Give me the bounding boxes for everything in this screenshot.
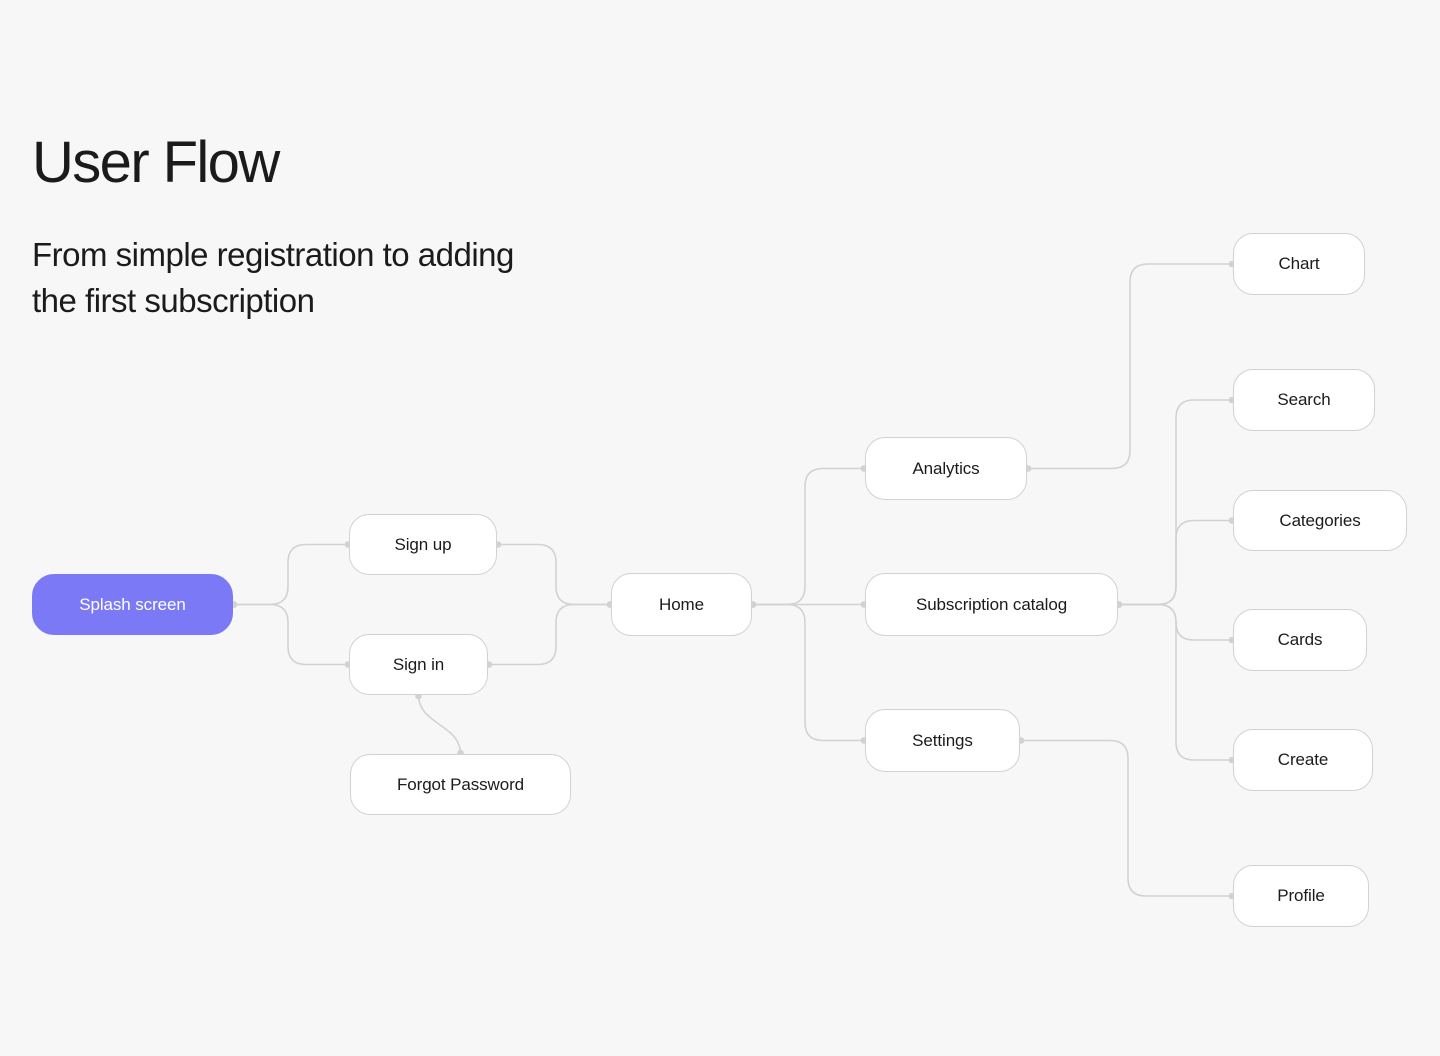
flow-node-catalog[interactable]: Subscription catalog (865, 573, 1118, 636)
flow-node-label: Categories (1279, 510, 1361, 530)
edge-catalog-to-create (1117, 603, 1234, 761)
flow-node-analytics[interactable]: Analytics (865, 437, 1027, 500)
flow-node-label: Subscription catalog (915, 594, 1068, 614)
flow-node-label: Forgot Password (397, 774, 524, 794)
flow-node-home[interactable]: Home (611, 573, 752, 636)
edge-signin-to-forgot (417, 694, 462, 755)
flow-node-categories[interactable]: Categories (1233, 490, 1407, 551)
edge-home-to-settings (751, 603, 866, 742)
edge-splash-to-signin (232, 603, 350, 666)
flow-node-settings[interactable]: Settings (865, 709, 1020, 772)
edge-splash-to-signup (232, 543, 350, 606)
flow-node-label: Settings (912, 730, 973, 750)
flow-node-label: Sign in (392, 654, 445, 674)
edge-catalog-to-categories (1117, 519, 1234, 606)
edge-signin-to-home (487, 603, 612, 666)
page-subtitle-line-1: From simple registration to adding (32, 236, 514, 273)
edge-catalog-to-search (1117, 399, 1234, 606)
flow-node-label: Analytics (912, 458, 980, 478)
flow-node-signin[interactable]: Sign in (349, 634, 488, 695)
flow-node-label: Search (1277, 390, 1331, 409)
flow-node-label: Cards (1277, 630, 1323, 649)
flow-node-create[interactable]: Create (1233, 729, 1373, 791)
flow-node-forgot[interactable]: Forgot Password (350, 754, 571, 815)
page-subtitle-line-2: the first subscription (32, 282, 315, 319)
flow-node-label: Chart (1278, 254, 1320, 273)
flow-node-profile[interactable]: Profile (1233, 865, 1369, 927)
page-title: User Flow (32, 130, 280, 195)
edge-settings-to-profile (1019, 739, 1234, 897)
flow-node-cards[interactable]: Cards (1233, 609, 1367, 671)
flow-node-label: Sign up (394, 534, 452, 554)
flow-node-label: Splash screen (79, 594, 186, 614)
flow-node-label: Profile (1277, 886, 1325, 905)
edge-catalog-to-cards (1117, 603, 1234, 641)
flow-node-chart[interactable]: Chart (1233, 233, 1365, 295)
flow-node-splash[interactable]: Splash screen (32, 574, 233, 635)
edge-home-to-analytics (751, 467, 866, 606)
flow-node-search[interactable]: Search (1233, 369, 1375, 431)
flow-node-label: Create (1277, 750, 1329, 769)
page-subtitle: From simple registration to adding the f… (32, 232, 632, 324)
flow-node-label: Home (659, 594, 704, 614)
flow-node-signup[interactable]: Sign up (349, 514, 497, 575)
edge-signup-to-home (496, 543, 612, 606)
edge-analytics-to-chart (1026, 263, 1234, 470)
